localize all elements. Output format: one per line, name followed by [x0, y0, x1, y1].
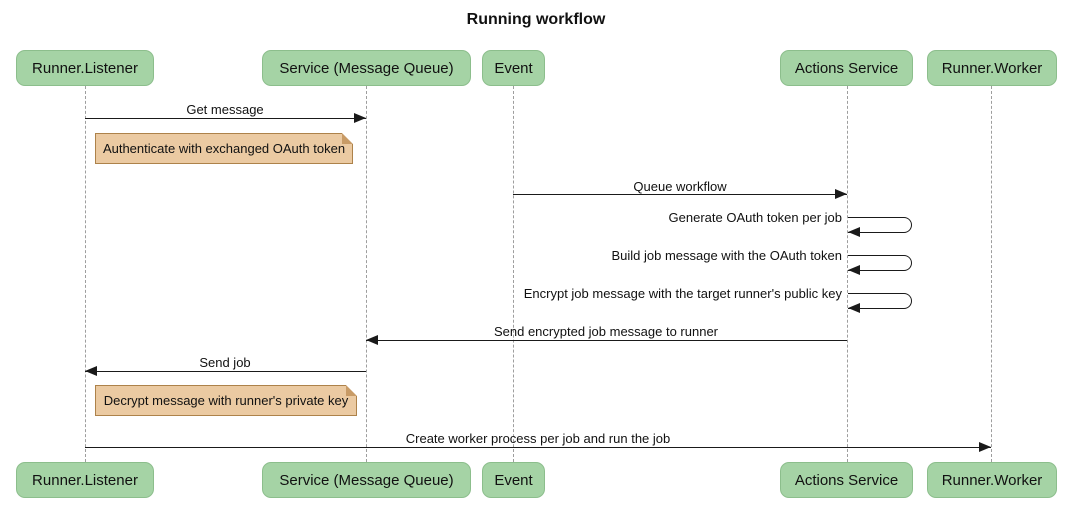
message-label-send-job: Send job: [199, 355, 251, 370]
diagram-title: Running workflow: [466, 11, 606, 28]
self-loop-build-job-message: [848, 255, 912, 271]
note-authenticate: Authenticate with exchanged OAuth token: [95, 133, 353, 164]
message-label-build-job-message: Build job message with the OAuth token: [611, 248, 842, 263]
actor-top-runner-listener: Runner.Listener: [16, 50, 154, 86]
actor-bottom-runner-listener: Runner.Listener: [16, 462, 154, 498]
message-label-encrypt-job-message: Encrypt job message with the target runn…: [523, 286, 842, 301]
message-label-create-worker-process: Create worker process per job and run th…: [405, 431, 671, 446]
arrowhead-left-icon: [366, 335, 378, 345]
message-line-create-worker-process: [85, 447, 991, 448]
actor-top-runner-worker: Runner.Worker: [927, 50, 1057, 86]
arrowhead-left-icon: [848, 227, 860, 237]
self-loop-encrypt-job-message: [848, 293, 912, 309]
arrowhead-left-icon: [85, 366, 97, 376]
actor-bottom-runner-worker: Runner.Worker: [927, 462, 1057, 498]
note-decrypt: Decrypt message with runner's private ke…: [95, 385, 357, 416]
actor-bottom-actions-service: Actions Service: [780, 462, 913, 498]
message-label-generate-oauth-token: Generate OAuth token per job: [668, 210, 842, 225]
arrowhead-right-icon: [835, 189, 847, 199]
actor-top-actions-service: Actions Service: [780, 50, 913, 86]
message-label-get-message: Get message: [186, 102, 264, 117]
message-line-send-job: [85, 371, 366, 372]
message-line-send-encrypted-job-message: [366, 340, 847, 341]
arrowhead-left-icon: [848, 303, 860, 313]
lifeline-actions-service: [847, 86, 848, 462]
actor-top-event: Event: [482, 50, 545, 86]
message-line-queue-workflow: [513, 194, 847, 195]
arrowhead-right-icon: [979, 442, 991, 452]
actor-bottom-service-message-queue: Service (Message Queue): [262, 462, 471, 498]
lifeline-runner-listener: [85, 86, 86, 462]
lifeline-service-message-queue: [366, 86, 367, 462]
actor-top-service-message-queue: Service (Message Queue): [262, 50, 471, 86]
message-line-get-message: [85, 118, 366, 119]
message-label-queue-workflow: Queue workflow: [633, 179, 727, 194]
self-loop-generate-oauth-token: [848, 217, 912, 233]
actor-bottom-event: Event: [482, 462, 545, 498]
lifeline-runner-worker: [991, 86, 992, 462]
arrowhead-right-icon: [354, 113, 366, 123]
message-label-send-encrypted-job-message: Send encrypted job message to runner: [493, 324, 719, 339]
lifeline-event: [513, 86, 514, 462]
arrowhead-left-icon: [848, 265, 860, 275]
